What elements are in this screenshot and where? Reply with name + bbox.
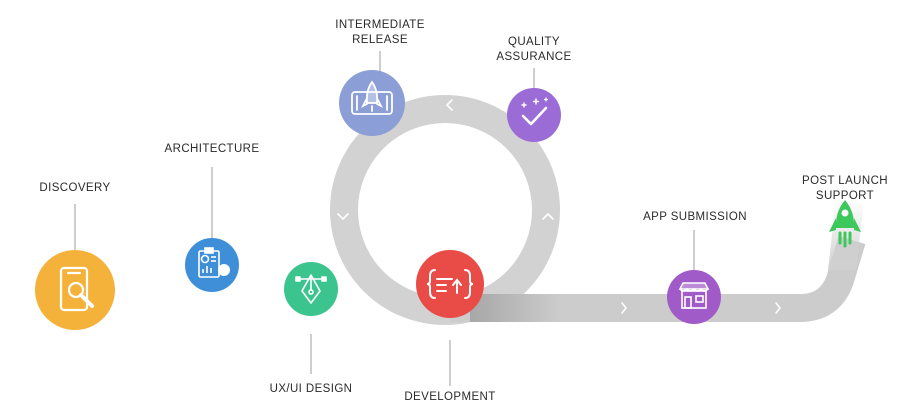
arrow-right-3 — [621, 302, 627, 314]
discovery-circle — [35, 250, 115, 330]
track-arrows — [162, 99, 781, 314]
sparkle-check-icon — [521, 97, 549, 126]
magnifier-phone-icon — [59, 266, 94, 312]
stage-node-intermediate-release[interactable] — [339, 70, 405, 136]
track-shading — [470, 294, 560, 322]
stage-node-post-launch-support[interactable] — [829, 200, 861, 248]
rocket-fin-right — [854, 218, 861, 232]
track-right-segment — [450, 235, 866, 322]
store-icon — [678, 282, 710, 309]
arrow-up — [542, 213, 554, 220]
stage-node-uxui-design[interactable] — [284, 262, 338, 316]
label-quality-assurance: QUALITY ASSURANCE — [496, 36, 572, 63]
arrow-right-1 — [162, 302, 168, 314]
rocket-window — [841, 209, 849, 217]
stage-node-app-submission[interactable] — [667, 270, 721, 324]
connectors — [74, 51, 695, 386]
stage-node-quality-assurance[interactable] — [507, 88, 561, 142]
architecture-circle — [185, 238, 239, 292]
rocket-phone-icon — [351, 80, 393, 115]
clipboard-chart-icon — [198, 247, 230, 278]
label-discovery: DISCOVERY — [39, 182, 111, 194]
pen-tool-icon — [295, 274, 327, 304]
arrow-right-2 — [257, 302, 263, 314]
arrow-left — [446, 99, 453, 111]
stage-node-discovery[interactable] — [35, 250, 115, 330]
label-development: DEVELOPMENT — [404, 391, 496, 403]
stage-node-architecture[interactable] — [185, 238, 239, 292]
arrow-right-4 — [775, 302, 781, 314]
submission-circle — [667, 270, 721, 324]
label-app-submission: APP SUBMISSION — [643, 211, 747, 223]
label-post-launch-support: POST LAUNCH SUPPORT — [802, 175, 888, 202]
rocket-icon — [829, 200, 861, 248]
label-uxui-design: UX/UI DESIGN — [269, 383, 353, 395]
label-architecture: ARCHITECTURE — [164, 143, 260, 155]
qa-circle — [507, 88, 561, 142]
arrow-down — [337, 213, 349, 220]
code-braces-icon — [426, 269, 474, 299]
label-intermediate-release: INTERMEDIATE RELEASE — [335, 19, 425, 46]
development-circle — [416, 250, 484, 318]
rocket-fin-left — [829, 218, 836, 232]
stage-node-development[interactable] — [416, 250, 484, 318]
